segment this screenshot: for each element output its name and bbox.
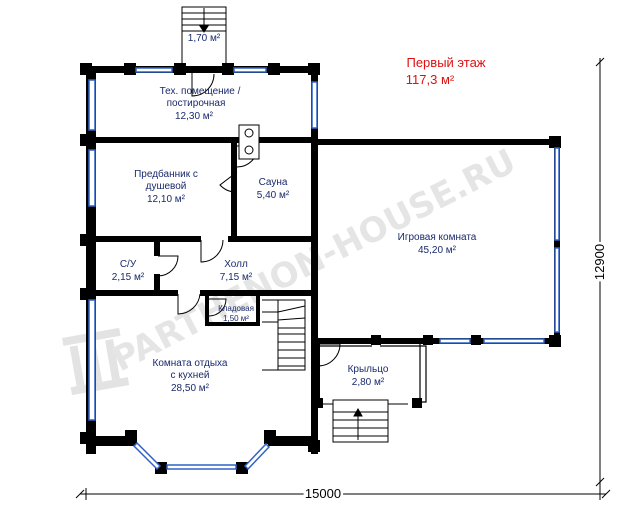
playroom-label: Игровая комната [398,232,477,243]
door [208,298,227,317]
door [177,293,201,315]
window [88,299,96,421]
door [157,255,179,277]
porch-outline [318,344,427,403]
bay-window [166,464,237,470]
playroom-area: 45,20 м² [418,245,457,256]
window [554,147,560,241]
vestibule-stairs [181,6,227,70]
width-dimension [75,488,611,500]
lounge-label-2: с кухней [171,370,210,381]
window [554,247,560,333]
hall-area: 7,15 м² [220,272,253,283]
pantry-label: Кладовая [218,304,254,313]
window [88,149,96,207]
porch-stairs [316,399,408,443]
windows [88,67,560,471]
sauna-label: Сауна [259,177,288,188]
height-dimension-label: 12900 [592,244,607,280]
sauna-stove [238,124,260,160]
bay-window [132,441,162,471]
bay-window [243,442,271,471]
window [483,338,545,344]
door [200,239,224,263]
pantry-area: 1,50 м² [223,314,249,323]
width-dimension-label: 15000 [305,486,341,501]
predbannik-area: 12,10 м² [147,194,186,205]
hall-label: Холл [224,259,248,270]
predbannik-label: Предбанник с [134,168,198,180]
porch-label: Крыльцо [348,364,389,375]
wc-label: С/У [120,259,137,270]
tech-room-label: Тех. помещение / [160,86,241,97]
window [439,338,471,344]
door [219,171,238,193]
internal-stair [262,299,306,371]
vestibule-area-top: 1,70 м² [188,33,221,44]
window [88,79,96,131]
window [311,81,318,129]
sauna-area: 5,40 м² [257,190,290,201]
floor-title: Первый этаж [406,55,485,70]
lounge-area: 28,50 м² [171,383,210,394]
tech-room-label-2: постирочная [167,98,226,109]
room-labels: 1,70 м² Тех. помещение / постирочная 12,… [112,33,477,394]
wc-area: 2,15 м² [112,272,145,283]
tech-room-area: 12,30 м² [175,111,214,122]
predbannik-label-2: душевой [146,181,187,192]
window [135,67,173,73]
window [233,67,267,73]
door [317,343,341,367]
lounge-label: Комната отдыха [153,358,228,369]
height-dimension [595,57,605,488]
floor-total-area: 117,3 м² [406,72,455,87]
walls [80,63,561,474]
porch-area: 2,80 м² [352,377,385,388]
door [191,72,215,97]
